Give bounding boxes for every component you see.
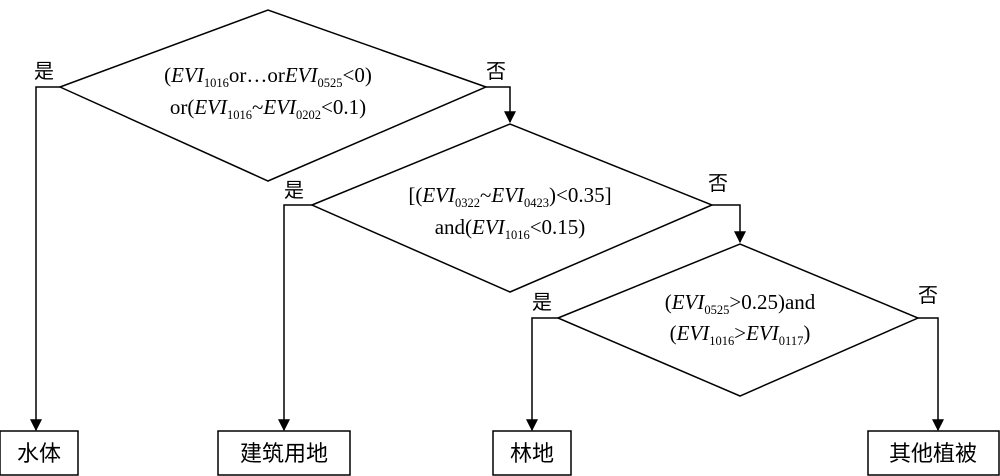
decision-3-line1: (EVI0525>0.25)and [665,290,816,317]
no-label-2: 否 [708,171,728,195]
decision-diamond-2 [310,123,714,293]
no-branch-2 [712,204,746,244]
yes-label-3: 是 [532,290,552,314]
yes-branch-1 [30,86,60,432]
decision-2-line2: and(EVI1016<0.15) [435,215,586,242]
no-branch-3 [918,317,944,432]
decision-1-line1: (EVI1016or…orEVI0525<0) [164,63,372,90]
decision-3-line2: (EVI1016>EVI0117) [670,321,811,348]
outcome-label-built: 建筑用地 [240,442,328,467]
yes-branch-3 [526,317,558,432]
decision-2-line1: [(EVI0322~EVI0423)<0.35] [408,183,611,210]
outcome-box-built [217,430,351,476]
decision-1-line2: or(EVI1016~EVI0202<0.1) [170,95,366,122]
outcome-label-forest: 林地 [510,442,554,467]
outcome-box-water [0,430,79,476]
outcome-box-other-vegetation [867,430,1000,476]
outcome-box-forest [492,430,572,476]
decision-diamond-3 [556,243,920,397]
outcome-label-other-vegetation: 其他植被 [889,442,977,467]
yes-label-1: 是 [34,59,54,83]
yes-label-2: 是 [284,178,304,202]
no-label-1: 否 [486,59,506,83]
outcome-label-water: 水体 [17,442,61,467]
no-branch-1 [486,86,516,124]
yes-branch-2 [278,204,312,432]
no-label-3: 否 [918,283,938,307]
